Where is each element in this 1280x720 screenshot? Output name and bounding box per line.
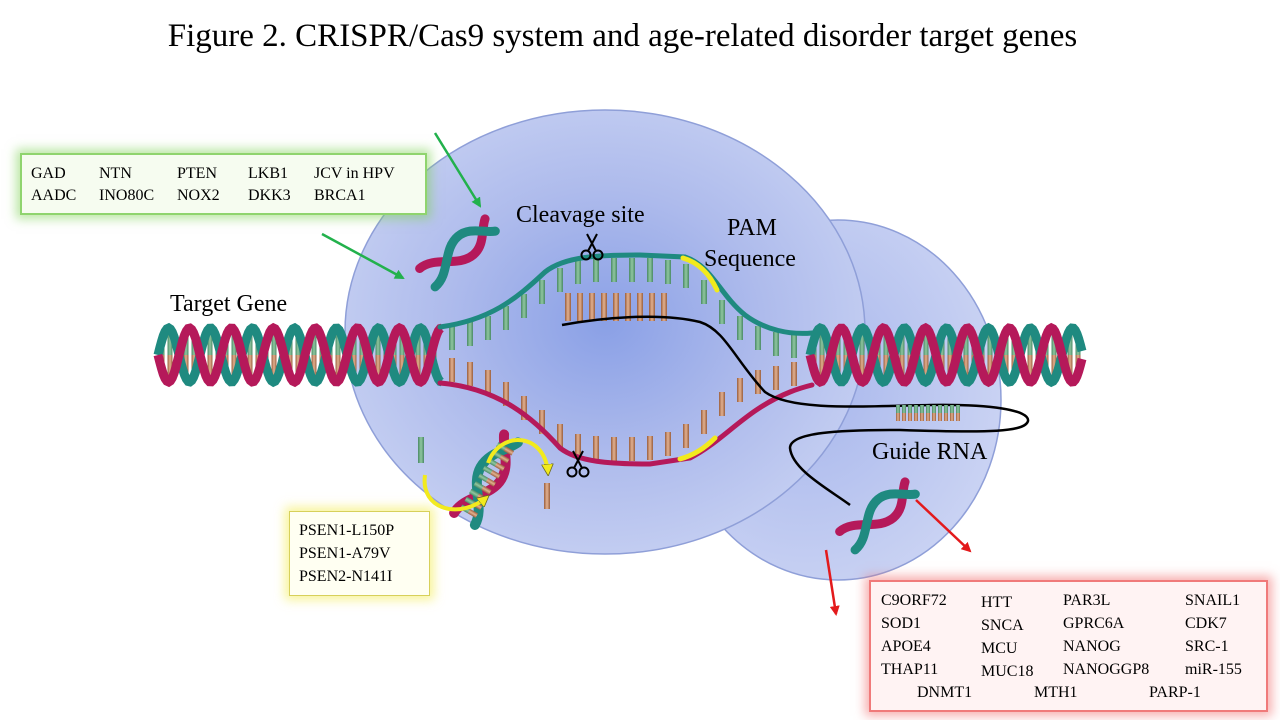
- gene-label: DNMT1: [917, 684, 973, 701]
- gene-label: APOE4: [881, 638, 931, 655]
- gene-label: SRC-1: [1185, 638, 1229, 655]
- gene-label: SNCA: [981, 617, 1024, 634]
- dna-bubble-bases: [449, 258, 797, 461]
- pam-label-line1: PAM: [727, 215, 777, 241]
- gene-label: PSEN1-L150P: [299, 522, 395, 539]
- gene-label: DKK3: [248, 187, 291, 204]
- green-arrow-top: [433, 132, 482, 208]
- gene-label: GAD: [31, 165, 66, 182]
- gene-label: NOX2: [177, 187, 220, 204]
- cleavage-site-label: Cleavage site: [516, 202, 645, 228]
- green-arrow-left: [321, 232, 405, 280]
- gene-label: MTH1: [1034, 684, 1078, 701]
- gene-label: PARP-1: [1149, 684, 1201, 701]
- gene-label: MUC18: [981, 663, 1034, 680]
- gene-label: NANOGGP8: [1063, 661, 1150, 678]
- yellow-cycle-arrow-top: [486, 438, 548, 473]
- gene-label: miR-155: [1185, 661, 1242, 678]
- gene-label: BRCA1: [314, 187, 366, 204]
- figure-title: Figure 2. CRISPR/Cas9 system and age-rel…: [167, 18, 1078, 54]
- dna-helix-right: [805, 322, 1087, 388]
- gene-label: PSEN1-A79V: [299, 545, 391, 562]
- guide-rna-label: Guide RNA: [872, 439, 988, 465]
- green-gene-box: GAD NTN PTEN LKB1 JCV in HPV AADC INO80C…: [20, 153, 427, 215]
- yellow-gene-box: PSEN1-L150P PSEN1-A79V PSEN2-N141I: [289, 511, 430, 596]
- gene-label: PTEN: [177, 165, 217, 182]
- gene-label: NANOG: [1063, 638, 1121, 655]
- pam-label-line2: Sequence: [704, 246, 796, 272]
- gene-label: PAR3L: [1063, 592, 1111, 609]
- dna-top-strand: [437, 252, 815, 336]
- guide-rna-loop-bases: [896, 405, 960, 421]
- red-gene-box: C9ORF72 HTT PAR3L SNAIL1 SOD1 SNCA GPRC6…: [869, 580, 1268, 712]
- dna-fragment-icon-bottom-right: [835, 477, 920, 555]
- loose-base-brown: [544, 483, 550, 509]
- gene-label: SNAIL1: [1185, 592, 1241, 609]
- pam-highlight-top: [680, 255, 720, 293]
- dna-repair-fragment-icon: [449, 429, 523, 530]
- gene-label: C9ORF72: [881, 592, 947, 609]
- scissors-icon-top: [580, 233, 604, 261]
- dna-helix-left: [153, 322, 444, 388]
- dna-bottom-strand: [437, 380, 815, 467]
- gene-label: LKB1: [248, 165, 288, 182]
- gene-label: CDK7: [1185, 615, 1227, 632]
- yellow-cycle-arrow-bottom: [422, 474, 487, 512]
- gene-label: SOD1: [881, 615, 922, 632]
- loose-base-green: [418, 437, 424, 463]
- gene-label: INO80C: [99, 187, 155, 204]
- gene-label: NTN: [99, 165, 132, 182]
- gene-label: PSEN2-N141I: [299, 568, 393, 585]
- red-arrow-right: [915, 499, 972, 553]
- scissors-icon-bottom: [566, 450, 590, 478]
- gene-label: MCU: [981, 640, 1018, 657]
- gene-label: HTT: [981, 594, 1013, 611]
- pam-highlight-bottom: [677, 435, 718, 462]
- guide-rna-strand: [561, 315, 1030, 507]
- gene-label: GPRC6A: [1063, 615, 1125, 632]
- dna-fragment-icon-top: [415, 214, 500, 292]
- gene-label: AADC: [31, 187, 77, 204]
- guide-rna-bases: [565, 293, 667, 321]
- gene-label: JCV in HPV: [314, 165, 395, 182]
- red-arrow-down: [824, 549, 840, 616]
- gene-label: THAP11: [881, 661, 939, 678]
- target-gene-label: Target Gene: [170, 291, 288, 317]
